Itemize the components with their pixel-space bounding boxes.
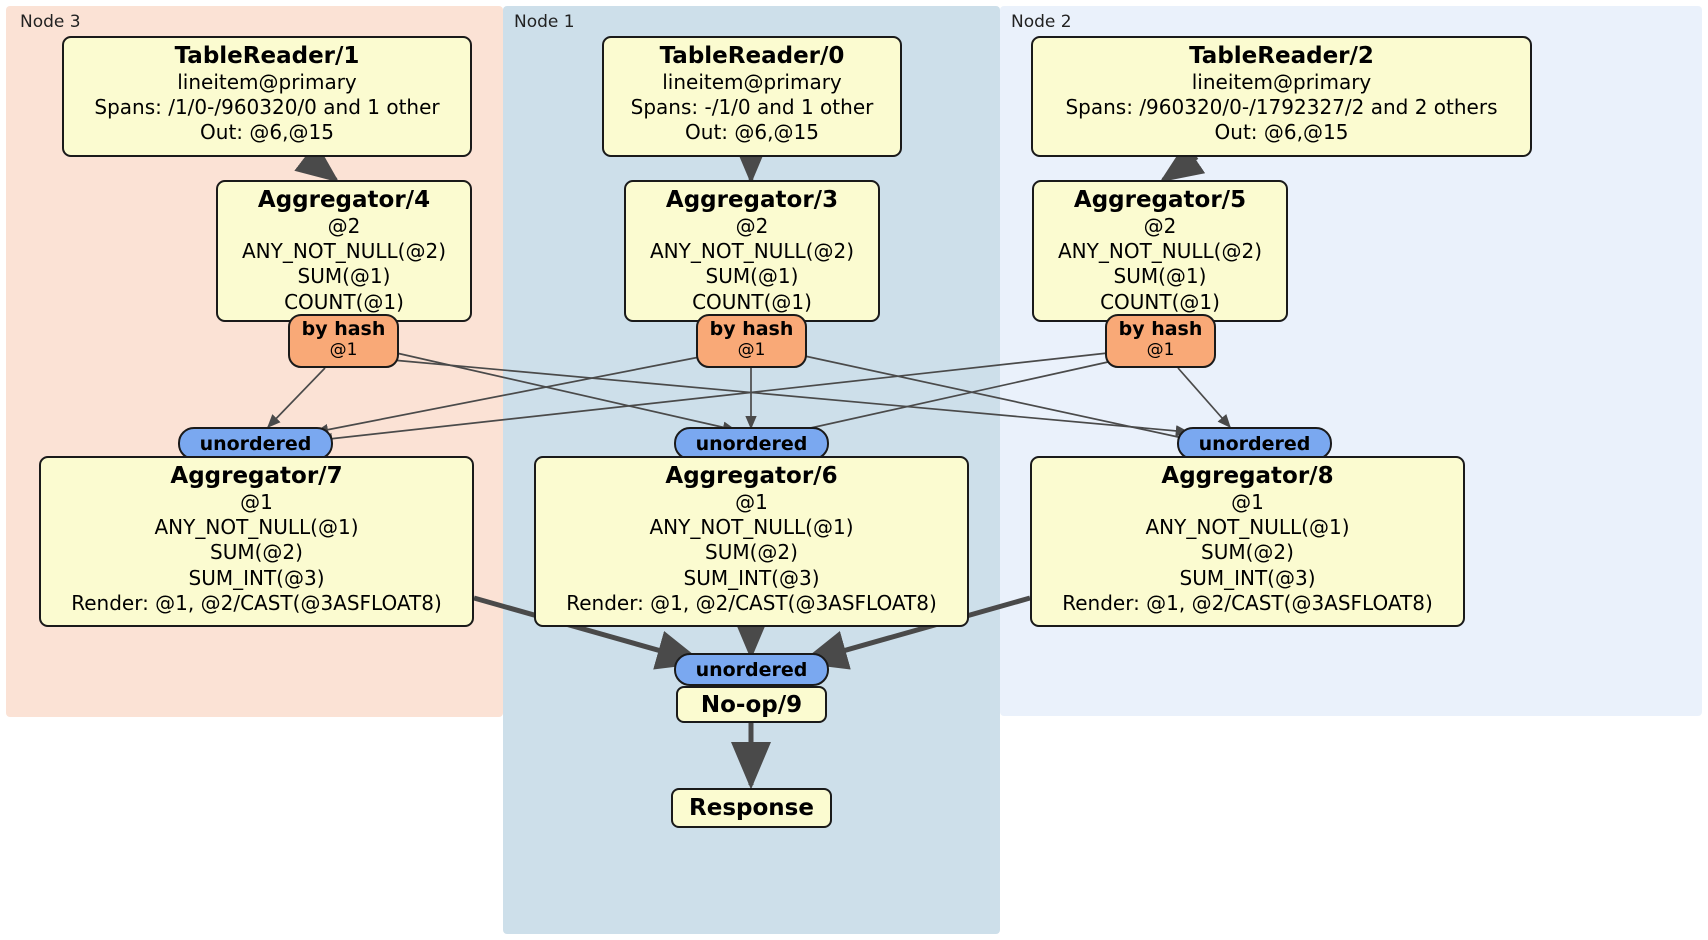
processor-detail: @1 <box>1231 490 1264 515</box>
processor-title: Aggregator/7 <box>170 463 343 489</box>
processor-detail: COUNT(@1) <box>284 289 404 314</box>
processor-detail: Render: @1, @2/CAST(@3ASFLOAT8) <box>566 590 937 615</box>
processor-detail: ANY_NOT_NULL(@2) <box>242 239 446 264</box>
router-label: by hash <box>301 318 386 340</box>
processor-detail: @2 <box>1143 214 1177 239</box>
processor-detail: lineitem@primary <box>177 70 357 95</box>
processor-aggregator-8[interactable]: Aggregator/8 @1 ANY_NOT_NULL(@1) SUM(@2)… <box>1030 456 1465 627</box>
processor-detail: SUM(@2) <box>210 540 303 565</box>
processor-title: Aggregator/3 <box>665 187 839 213</box>
router-column: @1 <box>737 339 766 360</box>
processor-table-reader-2[interactable]: TableReader/2 lineitem@primary Spans: /9… <box>1031 36 1532 157</box>
processor-detail: ANY_NOT_NULL(@2) <box>650 239 854 264</box>
processor-title: Aggregator/4 <box>257 187 431 213</box>
processor-detail: @2 <box>735 214 769 239</box>
processor-detail: Spans: /960320/0-/1792327/2 and 2 others <box>1065 95 1498 120</box>
processor-detail: Render: @1, @2/CAST(@3ASFLOAT8) <box>71 590 442 615</box>
node-label-node1: Node 1 <box>514 12 575 32</box>
router-by-hash-left[interactable]: by hash @1 <box>288 314 399 368</box>
node-label-node3: Node 3 <box>20 12 81 32</box>
processor-detail: SUM_INT(@3) <box>683 565 820 590</box>
processor-detail: SUM(@2) <box>705 540 798 565</box>
processor-detail: SUM(@1) <box>705 264 799 289</box>
processor-title: Aggregator/6 <box>665 463 838 489</box>
processor-no-op-9[interactable]: No-op/9 <box>676 686 827 723</box>
processor-detail: SUM(@2) <box>1201 540 1294 565</box>
processor-detail: ANY_NOT_NULL(@1) <box>154 515 359 540</box>
processor-title: Aggregator/8 <box>1161 463 1334 489</box>
processor-aggregator-5[interactable]: Aggregator/5 @2 ANY_NOT_NULL(@2) SUM(@1)… <box>1032 180 1288 322</box>
router-column: @1 <box>1146 339 1175 360</box>
processor-aggregator-4[interactable]: Aggregator/4 @2 ANY_NOT_NULL(@2) SUM(@1)… <box>216 180 472 322</box>
processor-detail: @2 <box>327 214 361 239</box>
processor-response[interactable]: Response <box>671 788 832 828</box>
processor-detail: Spans: /1/0-/960320/0 and 1 other <box>94 95 440 120</box>
router-label: by hash <box>709 318 794 340</box>
processor-aggregator-6[interactable]: Aggregator/6 @1 ANY_NOT_NULL(@1) SUM(@2)… <box>534 456 969 627</box>
processor-detail: @1 <box>735 490 768 515</box>
processor-detail: SUM_INT(@3) <box>1179 565 1316 590</box>
synchronizer-unordered-final[interactable]: unordered <box>674 653 829 686</box>
router-column: @1 <box>329 339 358 360</box>
processor-detail: SUM(@1) <box>1113 264 1207 289</box>
processor-detail: Render: @1, @2/CAST(@3ASFLOAT8) <box>1062 590 1433 615</box>
processor-table-reader-1[interactable]: TableReader/1 lineitem@primary Spans: /1… <box>62 36 472 157</box>
router-by-hash-right[interactable]: by hash @1 <box>1105 314 1216 368</box>
router-label: by hash <box>1118 318 1203 340</box>
processor-detail: ANY_NOT_NULL(@2) <box>1058 239 1262 264</box>
processor-detail: SUM_INT(@3) <box>188 565 325 590</box>
node-label-node2: Node 2 <box>1011 12 1072 32</box>
processor-detail: @1 <box>240 490 273 515</box>
processor-aggregator-7[interactable]: Aggregator/7 @1 ANY_NOT_NULL(@1) SUM(@2)… <box>39 456 474 627</box>
processor-title: Aggregator/5 <box>1073 187 1247 213</box>
router-by-hash-center[interactable]: by hash @1 <box>696 314 807 368</box>
processor-detail: COUNT(@1) <box>1100 289 1220 314</box>
processor-detail: lineitem@primary <box>662 70 842 95</box>
processor-table-reader-0[interactable]: TableReader/0 lineitem@primary Spans: -/… <box>602 36 902 157</box>
processor-detail: SUM(@1) <box>297 264 391 289</box>
processor-detail: ANY_NOT_NULL(@1) <box>649 515 854 540</box>
processor-title: TableReader/2 <box>1189 43 1374 69</box>
processor-detail: Out: @6,@15 <box>200 120 334 145</box>
processor-detail: COUNT(@1) <box>692 289 812 314</box>
processor-detail: Spans: -/1/0 and 1 other <box>630 95 874 120</box>
processor-detail: lineitem@primary <box>1191 70 1372 95</box>
processor-aggregator-3[interactable]: Aggregator/3 @2 ANY_NOT_NULL(@2) SUM(@1)… <box>624 180 880 322</box>
processor-detail: Out: @6,@15 <box>685 120 819 145</box>
processor-detail: ANY_NOT_NULL(@1) <box>1145 515 1350 540</box>
processor-title: TableReader/0 <box>659 43 845 69</box>
processor-detail: Out: @6,@15 <box>1214 120 1349 145</box>
processor-title: TableReader/1 <box>174 43 360 69</box>
